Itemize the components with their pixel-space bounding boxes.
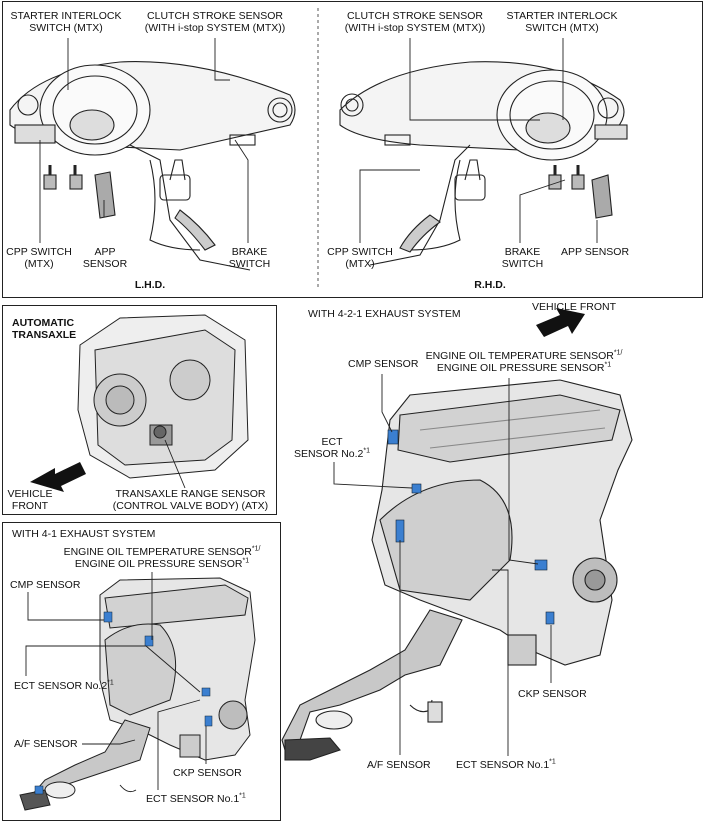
panel-41-ect2-label: ECT SENSOR No.2*1 [14, 679, 114, 693]
p421-oil-line2: ENGINE OIL PRESSURE SENSOR [436, 362, 605, 374]
p421-ect2-line2: SENSOR No.2 [293, 448, 364, 460]
at-vehicle-front-label: VEHICLE FRONT [2, 488, 58, 512]
panel-421-ckp-sensor: CKP SENSOR [518, 688, 587, 700]
rhd-app-sensor-label: APP SENSOR [560, 246, 630, 258]
rhd-cpp-line2: (MTX) [345, 258, 375, 270]
vehicle-front-arrow-421 [536, 308, 585, 337]
engine-421-sensors [387, 429, 555, 625]
p421-oil-line1: ENGINE OIL TEMPERATURE SENSOR [425, 350, 614, 362]
p41-oil-note2: *1 [242, 557, 250, 565]
rhd-clutch-line1: CLUTCH STROKE SENSOR [347, 10, 483, 22]
rhd-brake-line2: SWITCH [501, 258, 544, 270]
trs-line2: (CONTROL VALVE BODY) (ATX) [112, 500, 269, 512]
transaxle-range-sensor-label: TRANSAXLE RANGE SENSOR (CONTROL VALVE BO… [108, 488, 273, 512]
rhd-brake-line1: BRAKE [504, 246, 541, 258]
at-vf-line2: FRONT [11, 500, 49, 512]
p421-oil-note2: *1 [604, 361, 612, 369]
panel-41-cmp-sensor: CMP SENSOR [10, 579, 81, 591]
panel-421-vehicle-front: VEHICLE FRONT [532, 301, 617, 313]
p421-ect1-note: *1 [549, 758, 556, 766]
lhd-cpp-line2: (MTX) [24, 258, 54, 270]
rhd-cpp-switch-label: CPP SWITCH (MTX) [325, 246, 395, 270]
rhd-clutch-stroke-label: CLUTCH STROKE SENSOR (WITH i-stop SYSTEM… [340, 10, 490, 34]
trs-line1: TRANSAXLE RANGE SENSOR [115, 488, 266, 500]
lhd-app-sensor-label: APP SENSOR [80, 246, 130, 270]
panel-41-af-sensor: A/F SENSOR [14, 738, 78, 750]
lhd-cpp-line1: CPP SWITCH [6, 246, 72, 258]
engine-41-illustration [19, 577, 256, 811]
rhd-starter-line1: STARTER INTERLOCK [506, 10, 618, 22]
lhd-app-line2: SENSOR [82, 258, 128, 270]
panel-421-title: WITH 4-2-1 EXHAUST SYSTEM [308, 308, 461, 320]
rhd-starter-interlock-label: STARTER INTERLOCK SWITCH (MTX) [502, 10, 622, 34]
panel-421-af-sensor: A/F SENSOR [367, 759, 431, 771]
lhd-dashboard-illustration [9, 61, 296, 271]
at-vf-line1: VEHICLE [7, 488, 53, 500]
p421-ect2-line1: ECT [321, 436, 343, 448]
at-panel-frame [2, 305, 277, 515]
rhd-starter-line2: SWITCH (MTX) [525, 22, 599, 34]
panel-41-ect1-label: ECT SENSOR No.1*1 [146, 792, 246, 806]
panel-41-ckp-sensor: CKP SENSOR [173, 767, 242, 779]
at-title: AUTOMATIC TRANSAXLE [12, 317, 76, 341]
vehicle-front-arrow-at [30, 462, 86, 492]
lhd-clutch-line1: CLUTCH STROKE SENSOR [147, 10, 283, 22]
p41-ect2-note: *1 [107, 679, 114, 687]
p41-ect2-text: ECT SENSOR No.2 [14, 680, 108, 692]
p421-ect1-text: ECT SENSOR No.1 [456, 759, 550, 771]
lhd-cpp-switch-label: CPP SWITCH (MTX) [4, 246, 74, 270]
p421-oil-note1: *1/ [613, 349, 623, 357]
lhd-starter-line1: STARTER INTERLOCK [10, 10, 122, 22]
rhd-cpp-line1: CPP SWITCH [327, 246, 393, 258]
panel-421-ect2-label: ECT SENSOR No.2*1 [290, 436, 374, 460]
rhd-dashboard-illustration [339, 61, 628, 266]
p41-ect1-text: ECT SENSOR No.1 [146, 793, 240, 805]
p41-oil-line2: ENGINE OIL PRESSURE SENSOR [74, 558, 243, 570]
rhd-caption: R.H.D. [474, 279, 506, 291]
p41-oil-line1: ENGINE OIL TEMPERATURE SENSOR [63, 546, 252, 558]
rhd-clutch-line2: (WITH i-stop SYSTEM (MTX)) [344, 22, 486, 34]
lhd-caption: L.H.D. [134, 279, 166, 291]
lhd-app-line1: APP [94, 246, 116, 258]
panel-41-oil-sensor-label: ENGINE OIL TEMPERATURE SENSOR*1/ ENGINE … [62, 545, 262, 571]
lhd-starter-interlock-label: STARTER INTERLOCK SWITCH (MTX) [6, 10, 126, 34]
panel-421-ect1-label: ECT SENSOR No.1*1 [456, 758, 556, 772]
at-title-line1: AUTOMATIC [12, 317, 75, 329]
panel-41-frame [2, 522, 281, 821]
panel-421-cmp-sensor: CMP SENSOR [348, 358, 419, 370]
panel-421-oil-sensor-label: ENGINE OIL TEMPERATURE SENSOR*1/ ENGINE … [424, 349, 624, 375]
lhd-clutch-stroke-label: CLUTCH STROKE SENSOR (WITH i-stop SYSTEM… [140, 10, 290, 34]
panel-41-title: WITH 4-1 EXHAUST SYSTEM [12, 528, 156, 540]
rhd-brake-switch-label: BRAKE SWITCH [495, 246, 550, 270]
lhd-brake-line2: SWITCH [228, 258, 271, 270]
lhd-brake-switch-label: BRAKE SWITCH [222, 246, 277, 270]
lhd-starter-line2: SWITCH (MTX) [29, 22, 103, 34]
transaxle-illustration [77, 314, 249, 479]
at-title-line2: TRANSAXLE [12, 329, 77, 341]
p41-ect1-note: *1 [239, 792, 246, 800]
p421-ect2-note: *1 [363, 447, 371, 455]
lhd-brake-line1: BRAKE [231, 246, 268, 258]
engine-41-sensors [34, 611, 213, 795]
top-panel-frame [2, 1, 703, 298]
p41-oil-note1: *1/ [251, 545, 261, 553]
lhd-clutch-line2: (WITH i-stop SYSTEM (MTX)) [144, 22, 286, 34]
